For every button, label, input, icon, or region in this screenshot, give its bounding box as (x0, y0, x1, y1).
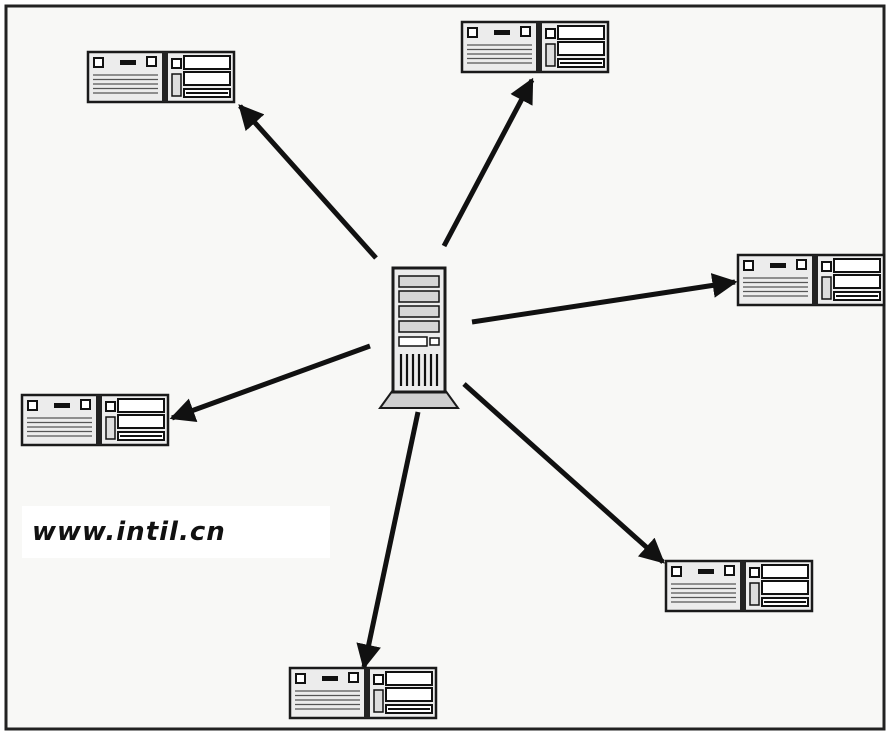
arrow-to-left (169, 343, 371, 423)
arrow-to-bottom-right (462, 382, 665, 564)
client-computer-top-right (460, 20, 610, 74)
client-computer-right (736, 253, 886, 307)
arrow-to-top-right (441, 77, 535, 248)
arrow-to-bottom (356, 411, 421, 670)
arrow-to-top-left (238, 104, 378, 260)
client-computer-top-left (86, 50, 236, 104)
watermark-text: www.intil.cn (22, 506, 330, 558)
central-server (378, 266, 460, 409)
arrow-to-right (471, 273, 738, 325)
client-computer-bottom-right (664, 559, 814, 613)
client-computer-bottom (288, 666, 438, 720)
client-computer-left (20, 393, 170, 447)
